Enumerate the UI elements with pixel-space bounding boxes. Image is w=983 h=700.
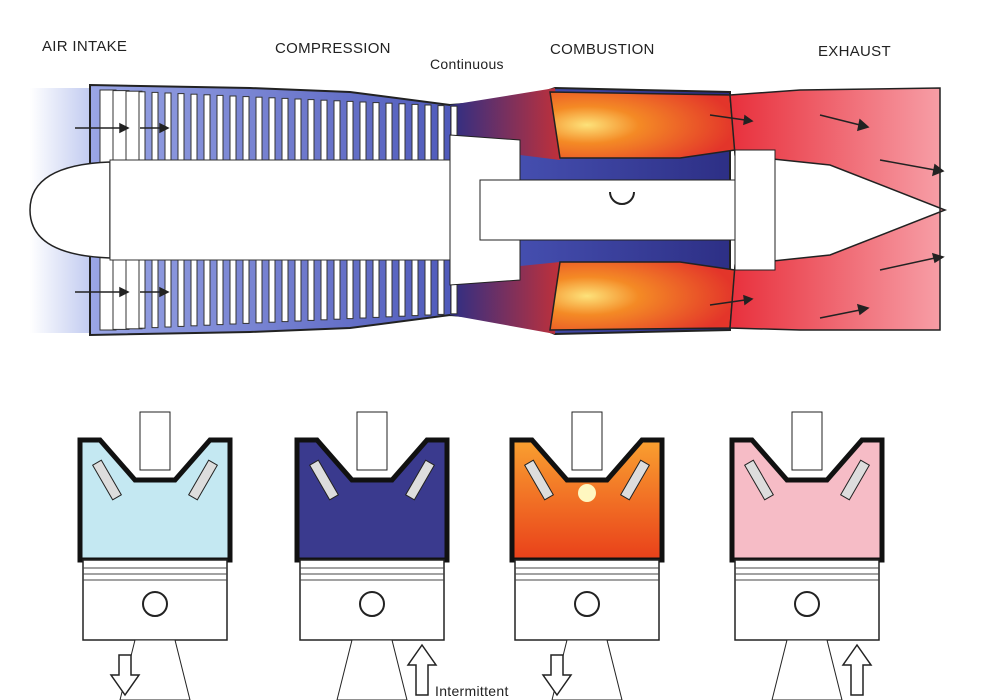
- exhaust-valve-icon: [187, 459, 219, 501]
- intake-valve-icon: [308, 459, 340, 501]
- piston-pin: [142, 591, 168, 617]
- connecting-rod: [336, 639, 408, 700]
- exhaust-section: [729, 87, 948, 331]
- piston: [82, 559, 228, 641]
- exhaust-valve-icon: [839, 459, 871, 501]
- piston-intake: [77, 411, 233, 700]
- label-air-intake: AIR INTAKE: [42, 38, 128, 55]
- arrow-down-icon: [541, 654, 573, 697]
- label-exhaust: EXHAUST: [818, 43, 891, 60]
- piston-exhaust: [729, 411, 885, 700]
- spark-icon: [578, 484, 596, 502]
- arrow-down-icon: [109, 654, 141, 697]
- arrow-up-icon: [841, 643, 873, 696]
- spark-plug-icon: [139, 411, 171, 471]
- piston-engine-strokes: [77, 411, 885, 700]
- combustion-chamber-bottom: [549, 261, 736, 331]
- connecting-rod: [771, 639, 843, 700]
- jet-engine: [29, 83, 948, 337]
- label-compression: COMPRESSION: [275, 40, 391, 57]
- piston-compression: [294, 411, 450, 700]
- label-combustion: COMBUSTION: [550, 41, 655, 58]
- exhaust-valve-icon: [404, 459, 436, 501]
- rotation-arrow-icon: [609, 191, 635, 205]
- piston-pin: [574, 591, 600, 617]
- spark-plug-icon: [571, 411, 603, 471]
- exhaust-valve-icon: [619, 459, 651, 501]
- piston-combustion: [509, 411, 665, 700]
- compressor-drum: [109, 159, 451, 261]
- spark-plug-icon: [791, 411, 823, 471]
- shaft: [479, 179, 741, 241]
- piston-pin: [359, 591, 385, 617]
- turbine: [734, 149, 776, 271]
- intake-valve-icon: [523, 459, 555, 501]
- label-intermittent: Intermittent: [435, 683, 509, 699]
- airflow-arrows: [75, 114, 945, 319]
- piston-pin: [794, 591, 820, 617]
- intake-valve-icon: [91, 459, 123, 501]
- label-continuous: Continuous: [430, 56, 504, 72]
- spark-plug-icon: [356, 411, 388, 471]
- arrow-up-icon: [406, 643, 438, 696]
- combustion-chamber-top: [549, 91, 736, 159]
- intake-valve-icon: [743, 459, 775, 501]
